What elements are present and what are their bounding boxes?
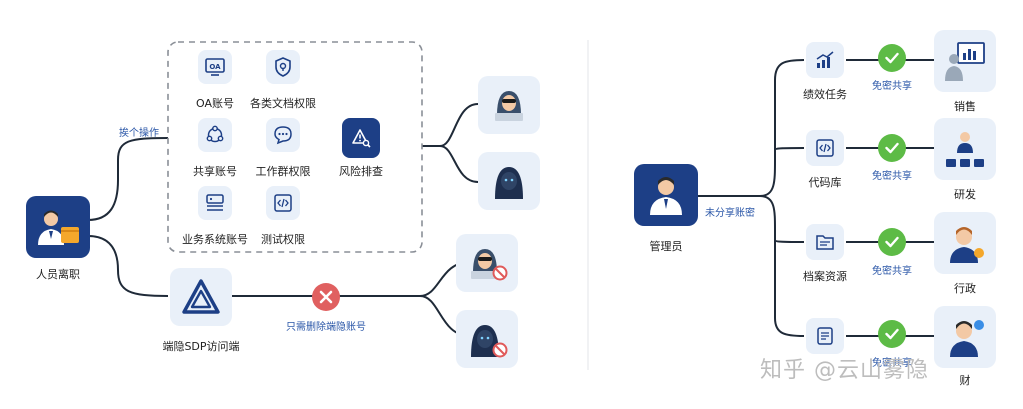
delete-x-icon (312, 283, 340, 311)
presenter-board-icon (945, 42, 985, 81)
hacker-laptop-tile (478, 76, 540, 134)
resource-label-2: 档案资源 (803, 270, 847, 283)
risk-check-tile[interactable] (342, 118, 380, 158)
code-window-icon (274, 194, 292, 212)
resource-tile-0[interactable] (806, 42, 844, 78)
dept-label-3: 财 (959, 374, 971, 387)
shared-account-tile[interactable] (198, 118, 232, 152)
hacker-laptop-icon (495, 91, 523, 121)
resource-tile-3[interactable] (806, 318, 844, 354)
check-icon (878, 134, 906, 162)
share-nodes-icon (206, 125, 224, 143)
shared-account-label: 共享账号 (193, 165, 237, 178)
check-icon (878, 320, 906, 348)
dept-label-1: 研发 (954, 188, 976, 201)
resource-label-0: 绩效任务 (803, 88, 847, 101)
dept-tile-3 (934, 306, 996, 368)
code-window-icon (816, 139, 834, 157)
chat-bubble-icon (274, 126, 292, 145)
team-structure-icon (946, 132, 984, 167)
document-shield-icon (275, 57, 291, 77)
warning-search-icon (352, 129, 371, 148)
docs-permission-tile[interactable] (266, 50, 300, 84)
folder-icon (816, 235, 834, 250)
sdp-client-tile[interactable] (170, 268, 232, 326)
docs-permission-label: 各类文档权限 (250, 97, 316, 110)
blocked-hooded-hacker-icon (471, 325, 508, 358)
check-icon (878, 44, 906, 72)
workgroup-permission-tile[interactable] (266, 118, 300, 152)
blocked-hooded-hacker-tile (456, 310, 518, 368)
blocked-hacker-laptop-tile (456, 234, 518, 292)
dept-label-2: 行政 (954, 282, 976, 295)
dept-label-0: 销售 (954, 100, 976, 113)
dept-tile-1 (934, 118, 996, 180)
sdp-triangle-logo-icon (182, 279, 220, 314)
admin-tile (634, 164, 698, 226)
server-icon (206, 194, 224, 211)
employee-with-box-icon (38, 210, 79, 245)
hooded-hacker-icon (495, 167, 523, 199)
admin-edge-label: 未分享账密 (705, 208, 755, 219)
person-leaving-tile (26, 196, 90, 258)
test-permission-label: 测试权限 (261, 233, 305, 246)
status-label-1: 免密共享 (872, 171, 912, 182)
risk-check-label: 风险排查 (339, 165, 383, 178)
oa-account-tile[interactable]: OA (198, 50, 232, 84)
test-permission-tile[interactable] (266, 186, 300, 220)
hr-staff-icon (950, 320, 984, 357)
dept-tile-2 (934, 212, 996, 274)
status-label-0: 免密共享 (872, 81, 912, 92)
biz-system-account-label: 业务系统账号 (182, 233, 248, 246)
dept-tile-0 (934, 30, 996, 92)
status-label-2: 免密共享 (872, 266, 912, 277)
delete-account-label: 只需删除端隐账号 (286, 322, 366, 333)
hacker-hooded-tile (478, 152, 540, 210)
resource-tile-1[interactable] (806, 130, 844, 166)
watermark: 知乎 @云山雾隐 (760, 358, 929, 383)
status-label-3: 免密共享 (872, 358, 912, 369)
blocked-hacker-laptop-icon (471, 249, 508, 281)
document-list-icon (817, 327, 833, 345)
admin-person-icon (650, 177, 682, 215)
admin-label: 管理员 (649, 240, 683, 253)
oa-monitor-icon: OA (205, 58, 225, 76)
edge-label-ops: 挨个操作 (119, 128, 159, 139)
resource-label-1: 代码库 (808, 176, 842, 189)
biz-system-account-tile[interactable] (198, 186, 232, 220)
check-icon (878, 228, 906, 256)
oa-account-label: OA账号 (196, 97, 234, 110)
staff-avatar-icon (950, 227, 984, 263)
workgroup-permission-label: 工作群权限 (255, 165, 311, 178)
person-leaving-label: 人员离职 (36, 268, 80, 281)
oa-icon-text: OA (209, 63, 221, 71)
bar-chart-icon (816, 51, 834, 68)
sdp-client-label: 端隐SDP访问端 (162, 340, 240, 353)
resource-tile-2[interactable] (806, 224, 844, 260)
